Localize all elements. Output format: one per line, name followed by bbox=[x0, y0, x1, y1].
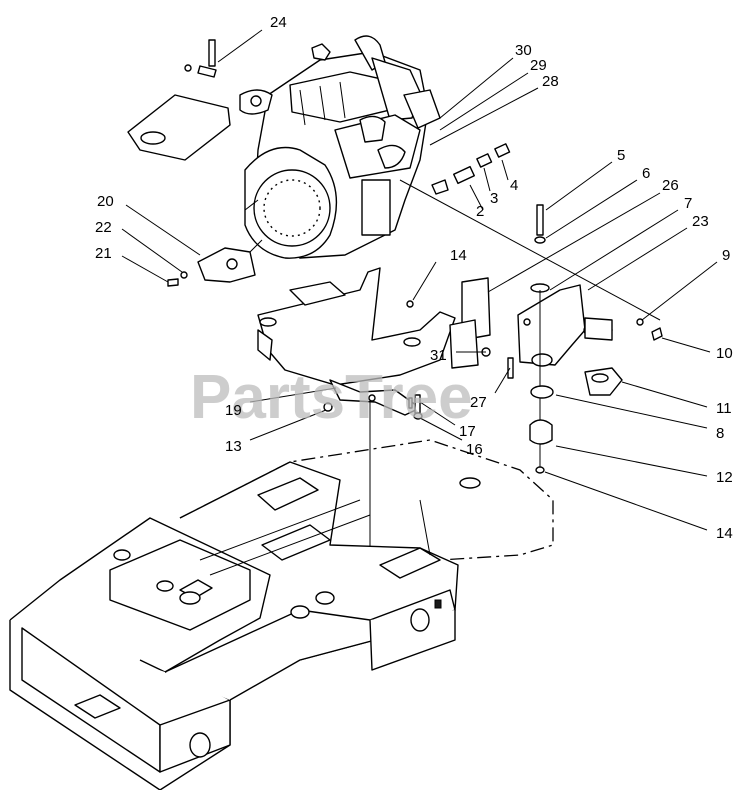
callout-11: 11 bbox=[716, 400, 732, 417]
callout-14-top: 14 bbox=[450, 247, 467, 264]
callout-7: 7 bbox=[684, 195, 692, 212]
screw-24 bbox=[184, 39, 217, 78]
callout-10: 10 bbox=[716, 345, 733, 362]
fittings-2-3-4 bbox=[431, 143, 511, 195]
callout-17: 17 bbox=[459, 423, 476, 440]
engine-mount-plate bbox=[257, 267, 456, 416]
watermark: PartsTree bbox=[190, 363, 473, 432]
callout-leaders bbox=[121, 29, 718, 531]
small-fasteners bbox=[323, 394, 423, 420]
engine-mount-bracket-left bbox=[167, 247, 256, 287]
callout-5: 5 bbox=[617, 147, 625, 164]
callout-14-right: 14 bbox=[716, 525, 733, 542]
callout-6: 6 bbox=[642, 165, 650, 182]
callout-27: 27 bbox=[470, 394, 487, 411]
engine-mount-bracket-right bbox=[517, 284, 663, 367]
engine-lift-bracket bbox=[127, 89, 273, 161]
engine-assembly bbox=[244, 35, 441, 259]
callout-2: 2 bbox=[476, 203, 484, 220]
callout-16: 16 bbox=[466, 441, 483, 458]
callout-8: 8 bbox=[716, 425, 724, 442]
callout-23: 23 bbox=[692, 213, 709, 230]
callout-13: 13 bbox=[225, 438, 242, 455]
callout-19: 19 bbox=[225, 402, 242, 419]
callout-21: 21 bbox=[95, 245, 112, 262]
isolator-11 bbox=[507, 357, 623, 396]
callout-12: 12 bbox=[716, 469, 733, 486]
callout-20: 20 bbox=[97, 193, 114, 210]
callout-26: 26 bbox=[662, 177, 679, 194]
callout-24: 24 bbox=[270, 14, 287, 31]
chassis-frame bbox=[9, 439, 554, 790]
callout-9: 9 bbox=[722, 247, 730, 264]
callout-3: 3 bbox=[490, 190, 498, 207]
callout-29: 29 bbox=[530, 57, 547, 74]
callout-labels: 24 30 29 28 5 6 26 7 23 9 10 11 8 12 14 … bbox=[95, 14, 733, 542]
callout-30: 30 bbox=[515, 42, 532, 59]
callout-4: 4 bbox=[510, 177, 518, 194]
callout-28: 28 bbox=[542, 73, 559, 90]
callout-31: 31 bbox=[430, 347, 447, 364]
mount-bolt-stack bbox=[529, 204, 554, 474]
callout-22: 22 bbox=[95, 219, 112, 236]
